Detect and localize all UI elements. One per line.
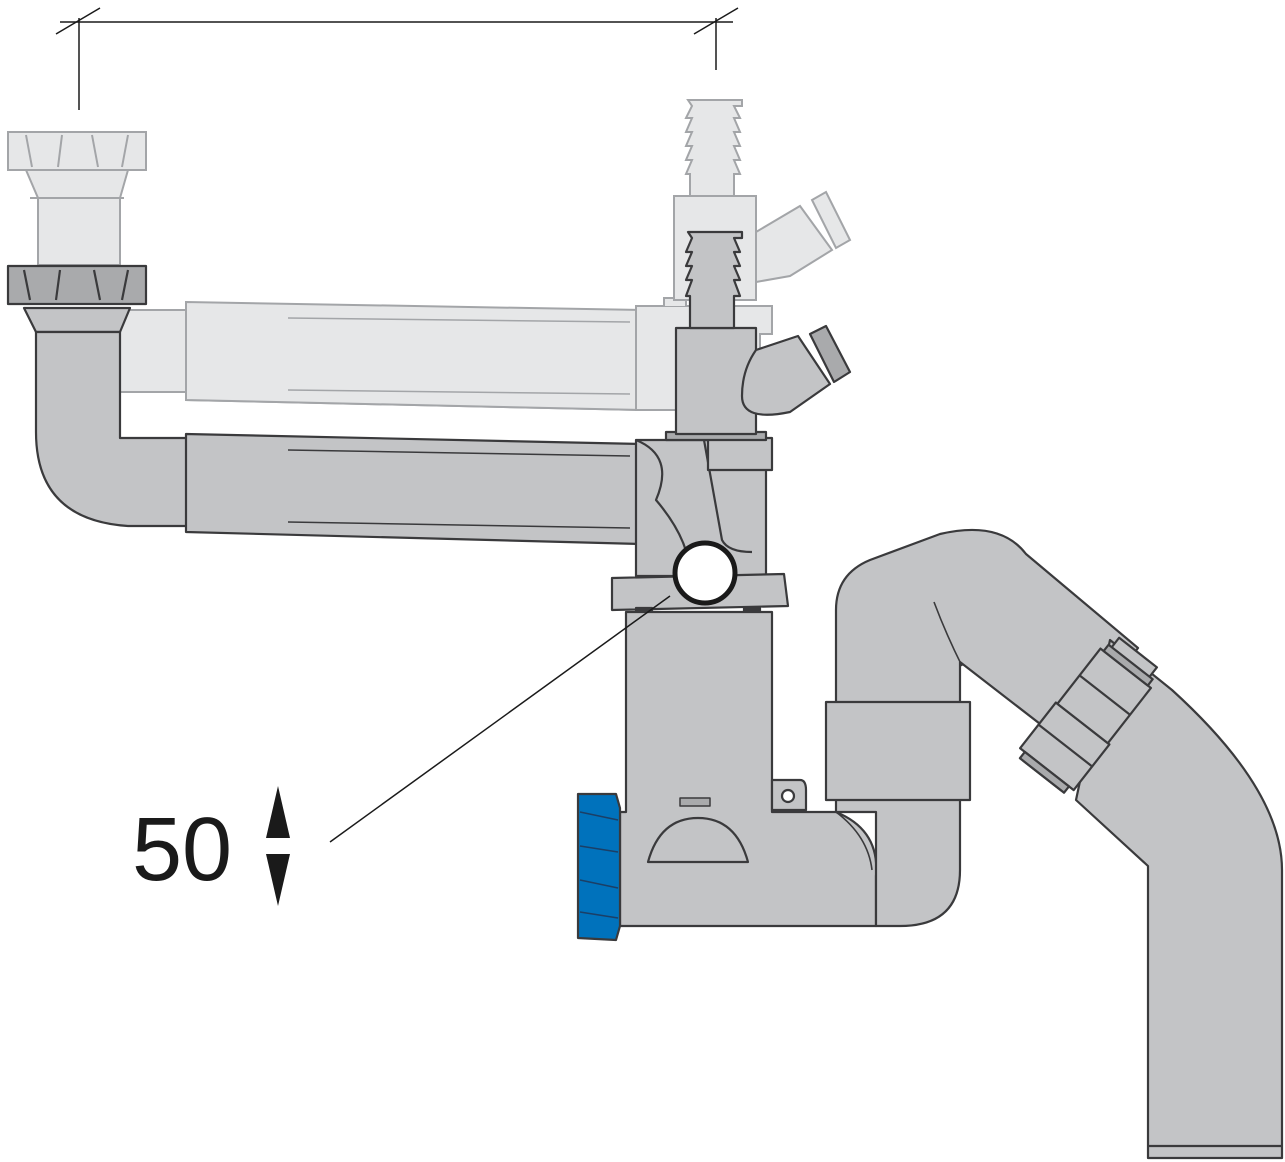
ghost-sink-nut [7,131,147,171]
ghost-hose-connector [684,99,743,197]
compression-nut [1018,636,1159,794]
pipe-clamp [824,700,972,802]
angled-inlet [740,334,832,416]
ghost-upper-assembly [7,99,852,412]
sink-nut [6,264,148,306]
leader-line [329,595,671,843]
trap-u-bend [834,528,1140,928]
outlet-port-50 [672,540,738,606]
height-adjust-label: 50 [132,800,232,900]
hose-connector [684,230,744,330]
outlet-pipe [1074,638,1284,1160]
up-down-arrow-icon [266,786,290,906]
width-dimension-line [55,7,739,110]
ghost-sink-tailpiece [24,169,130,266]
main-assembly [6,230,1284,1160]
cleanout-cap [576,792,622,942]
ghost-angled-inlet [755,204,834,284]
